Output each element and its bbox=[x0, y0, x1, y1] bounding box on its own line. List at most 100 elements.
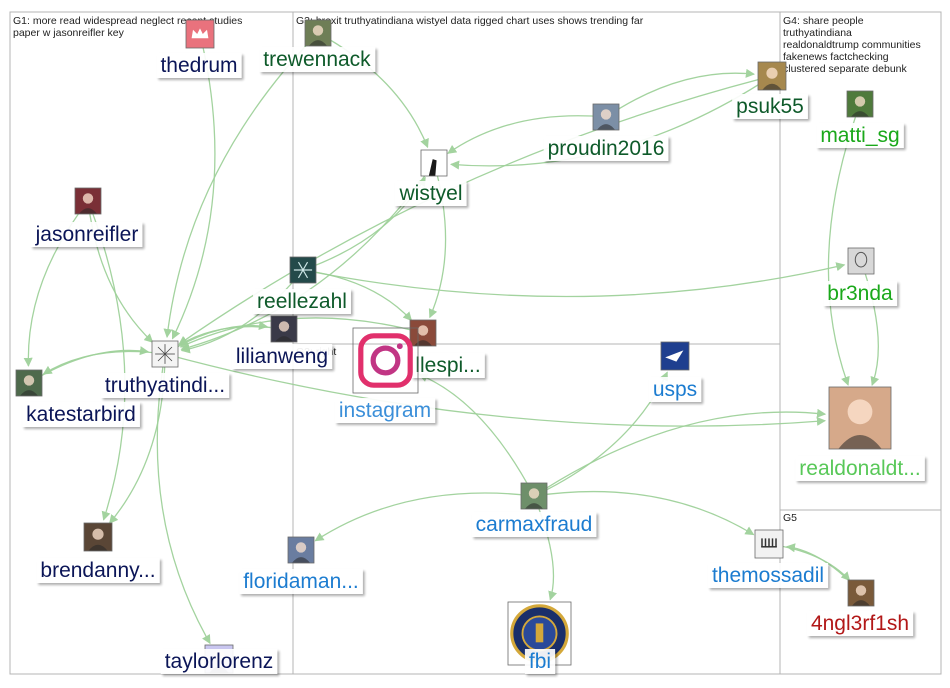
edge-llespi-to-truthyatindiana bbox=[179, 317, 424, 348]
profile-photo-icon bbox=[757, 61, 787, 91]
node-label-background bbox=[648, 377, 702, 402]
profile-photo-icon bbox=[409, 319, 437, 347]
edge-thedrum-to-truthyatindiana bbox=[171, 33, 216, 340]
profile-photo-icon bbox=[846, 90, 874, 118]
node-trewennack[interactable]: trewennack bbox=[259, 19, 376, 72]
node-label: brendanny... bbox=[40, 559, 155, 582]
group-layer: G1: more read widespread neglect recent … bbox=[9, 11, 942, 675]
node-label-background bbox=[253, 289, 351, 314]
node-fbi[interactable]: fbi bbox=[507, 601, 572, 674]
node-usps[interactable]: usps bbox=[648, 341, 702, 402]
group-caption-g4: G4: share people bbox=[783, 15, 864, 27]
node-label-background bbox=[156, 53, 242, 78]
node-jasonreifler[interactable]: jasonreifler bbox=[30, 187, 143, 247]
node-label-background bbox=[411, 353, 485, 378]
node-label: taylorlorenz bbox=[165, 650, 274, 673]
edge-carmaxfraud-to-realdonaldtrump bbox=[533, 408, 827, 497]
node-carmaxfraud[interactable]: carmaxfraud bbox=[471, 482, 597, 537]
edge-carmaxfraud-to-fbi bbox=[533, 495, 557, 601]
snowflake-icon bbox=[289, 256, 317, 284]
node-label: jasonreifler bbox=[35, 223, 139, 246]
profile-photo-icon bbox=[847, 579, 875, 607]
node-label: thedrum bbox=[160, 54, 237, 77]
group-caption-g1: paper w jasonreifler key bbox=[13, 27, 125, 39]
node-label-background bbox=[543, 136, 669, 161]
edge-reellezahl-to-br3nda bbox=[302, 262, 846, 298]
node-psuk55[interactable]: psuk55 bbox=[732, 61, 808, 119]
node-br3nda[interactable]: br3nda bbox=[823, 247, 898, 306]
red-crown-logo-icon bbox=[185, 19, 215, 49]
node-llespi[interactable]: llespi... bbox=[409, 319, 485, 378]
group-caption-g4: realdonaldtrump communities bbox=[783, 39, 921, 51]
edge-jasonreifler-to-truthyatindiana bbox=[87, 200, 154, 343]
node-matti_sg[interactable]: matti_sg bbox=[816, 90, 904, 148]
node-label: carmaxfraud bbox=[476, 513, 593, 536]
node-instagram[interactable]: instagram bbox=[334, 327, 436, 423]
edge-truthyatindiana-to-realdonaldtrump bbox=[164, 353, 827, 427]
node-brendanny[interactable]: brendanny... bbox=[36, 522, 160, 583]
node-thedrum[interactable]: thedrum bbox=[156, 19, 242, 78]
node-label: proudin2016 bbox=[548, 137, 665, 160]
network-graph-icon bbox=[151, 340, 179, 368]
edge-reellezahl-to-truthyatindiana bbox=[180, 269, 304, 354]
node-label-background bbox=[806, 611, 914, 636]
node-label-background bbox=[231, 344, 333, 369]
node-label: lilianweng bbox=[236, 345, 328, 368]
eagle-logo-icon bbox=[660, 341, 690, 371]
edge-layer bbox=[23, 32, 880, 645]
node-label-background bbox=[524, 649, 556, 674]
edge-proudin2016-to-psuk55 bbox=[605, 68, 756, 118]
group-caption-g4: clustered separate debunk bbox=[783, 63, 907, 75]
profile-photo-icon bbox=[74, 187, 102, 215]
node-layer: thedrum jasonreifler truthyatindi...katest… bbox=[15, 19, 925, 674]
node-wistyel[interactable]: wistyel bbox=[394, 149, 467, 206]
node-realdonaldtrump[interactable]: realdonaldt... bbox=[795, 386, 925, 481]
node-label: realdonaldt... bbox=[799, 457, 920, 480]
node-label-background bbox=[36, 558, 160, 583]
edge-carmaxfraud-to-instagram bbox=[418, 373, 535, 497]
profile-photo-icon bbox=[15, 369, 43, 397]
node-label-background bbox=[100, 373, 230, 398]
node-truthyatindiana[interactable]: truthyatindi... bbox=[100, 340, 230, 398]
node-label-background bbox=[334, 398, 436, 423]
node-reellezahl[interactable]: reellezahl bbox=[253, 256, 351, 314]
edge-truthyatindiana-to-katestarbird bbox=[42, 350, 166, 375]
node-floridaman[interactable]: floridaman... bbox=[239, 536, 363, 594]
node-label: reellezahl bbox=[257, 290, 347, 313]
node-themossadil[interactable]: themossadil bbox=[707, 529, 829, 588]
edge-jasonreifler-to-katestarbird bbox=[23, 200, 89, 367]
node-label-background bbox=[732, 94, 808, 119]
edge-lilianweng-to-truthyatindiana bbox=[178, 326, 285, 346]
node-4ngl3rf1sh[interactable]: 4ngl3rf1sh bbox=[806, 579, 914, 636]
node-label-background bbox=[823, 281, 898, 306]
profile-photo-icon bbox=[270, 315, 298, 343]
edge-proudin2016-to-wistyel bbox=[447, 115, 607, 154]
node-label-background bbox=[259, 47, 376, 72]
node-label: llespi... bbox=[415, 354, 480, 377]
node-label: psuk55 bbox=[736, 95, 804, 118]
node-label-background bbox=[795, 456, 925, 481]
group-caption-g3: G3: brexit truthyatindiana wistyel data … bbox=[296, 15, 644, 27]
profile-photo-icon bbox=[592, 103, 620, 131]
edge-br3nda-to-realdonaldtrump bbox=[860, 260, 880, 386]
node-label: wistyel bbox=[398, 182, 462, 205]
node-label-background bbox=[160, 649, 278, 674]
node-label-background bbox=[816, 123, 904, 148]
edge-trewennack-to-wistyel bbox=[317, 32, 429, 149]
node-katestarbird[interactable]: katestarbird bbox=[15, 369, 140, 427]
node-proudin2016[interactable]: proudin2016 bbox=[543, 103, 669, 161]
node-lilianweng[interactable]: lilianweng bbox=[231, 315, 333, 369]
node-label: instagram bbox=[339, 399, 431, 422]
node-label-background bbox=[707, 563, 829, 588]
node-label: trewennack bbox=[263, 48, 371, 71]
node-taylorlorenz[interactable]: taylorlorenz bbox=[160, 644, 278, 674]
silhouette-icon bbox=[420, 149, 448, 177]
group-caption-g1: G1: more read widespread neglect recent … bbox=[13, 15, 242, 27]
profile-photo-icon bbox=[304, 19, 332, 47]
node-label: usps bbox=[653, 378, 697, 401]
node-label: matti_sg bbox=[820, 124, 899, 147]
node-label-background bbox=[394, 181, 467, 206]
edge-carmaxfraud-to-usps bbox=[533, 371, 668, 497]
node-label: br3nda bbox=[827, 282, 893, 305]
